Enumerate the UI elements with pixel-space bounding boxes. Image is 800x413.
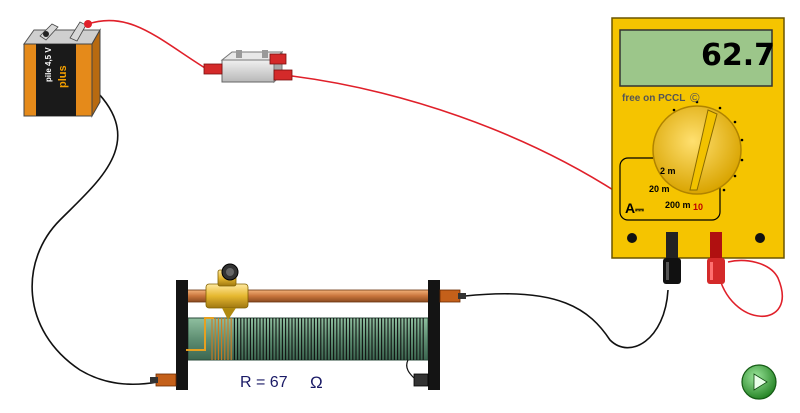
ohm-unit-label: Ω	[310, 373, 323, 392]
meter-dial-pointer	[689, 109, 718, 191]
meter-range-20m[interactable]: 20 m	[649, 184, 670, 194]
red-wire-battery-switch[interactable]	[87, 19, 206, 69]
meter-socket-4[interactable]	[755, 233, 765, 243]
clip-red-icon[interactable]	[84, 20, 92, 28]
play-button[interactable]	[741, 364, 777, 400]
meter-dial-knob[interactable]	[652, 105, 742, 195]
black-wire-rheostat-meter[interactable]	[464, 289, 669, 349]
black-wire-battery-rheostat[interactable]	[31, 84, 159, 386]
clip-black-icon[interactable]	[43, 31, 49, 37]
rheostat-coil-windings	[211, 318, 424, 360]
battery-brand-label: plus	[57, 65, 69, 88]
switch[interactable]	[203, 50, 293, 84]
copyright-icon: ©	[690, 90, 700, 105]
red-wire-switch-meter[interactable]	[291, 75, 619, 194]
red-wire-meter-loop[interactable]	[717, 259, 784, 318]
rheostat-contact-strip	[186, 317, 214, 351]
meter-display-value: 62.7	[700, 38, 775, 73]
meter-range-10[interactable]: 10	[693, 202, 704, 212]
meter-brand-label: free on PCCL	[622, 93, 686, 104]
red-probe-plug[interactable]	[707, 232, 725, 284]
meter-range-200m[interactable]: 200 m	[665, 200, 691, 210]
rheostat	[150, 263, 466, 390]
meter-range-2m[interactable]: 2 m	[660, 166, 676, 176]
meter-mode-label: A⎓	[625, 200, 644, 217]
rheostat-terminal-left[interactable]	[150, 373, 177, 387]
rheostat-end-plate-left	[176, 280, 188, 390]
switch-red-plug-right[interactable]	[273, 69, 293, 81]
rheostat-terminal-bottom-right[interactable]	[413, 373, 429, 387]
play-icon[interactable]	[753, 373, 768, 391]
battery-voltage-label: pile 4,5 V	[44, 47, 53, 82]
dc-icon: ⎓	[635, 204, 644, 216]
multimeter	[611, 17, 785, 284]
rheostat-terminal-right[interactable]	[439, 289, 466, 303]
battery-black-band	[36, 44, 76, 116]
switch-red-plug-left[interactable]	[203, 63, 223, 75]
battery	[23, 20, 101, 118]
meter-mode-letter: A	[625, 200, 636, 216]
battery-top	[23, 29, 101, 45]
rheostat-slider[interactable]	[205, 263, 249, 320]
meter-lcd	[619, 29, 773, 87]
meter-socket-1[interactable]	[627, 233, 637, 243]
battery-side	[91, 28, 101, 118]
resistance-label: R = 67	[240, 374, 288, 391]
meter-dial-ticks	[672, 100, 744, 192]
rheostat-end-plate-right	[428, 280, 440, 390]
black-probe-plug[interactable]	[663, 232, 681, 284]
